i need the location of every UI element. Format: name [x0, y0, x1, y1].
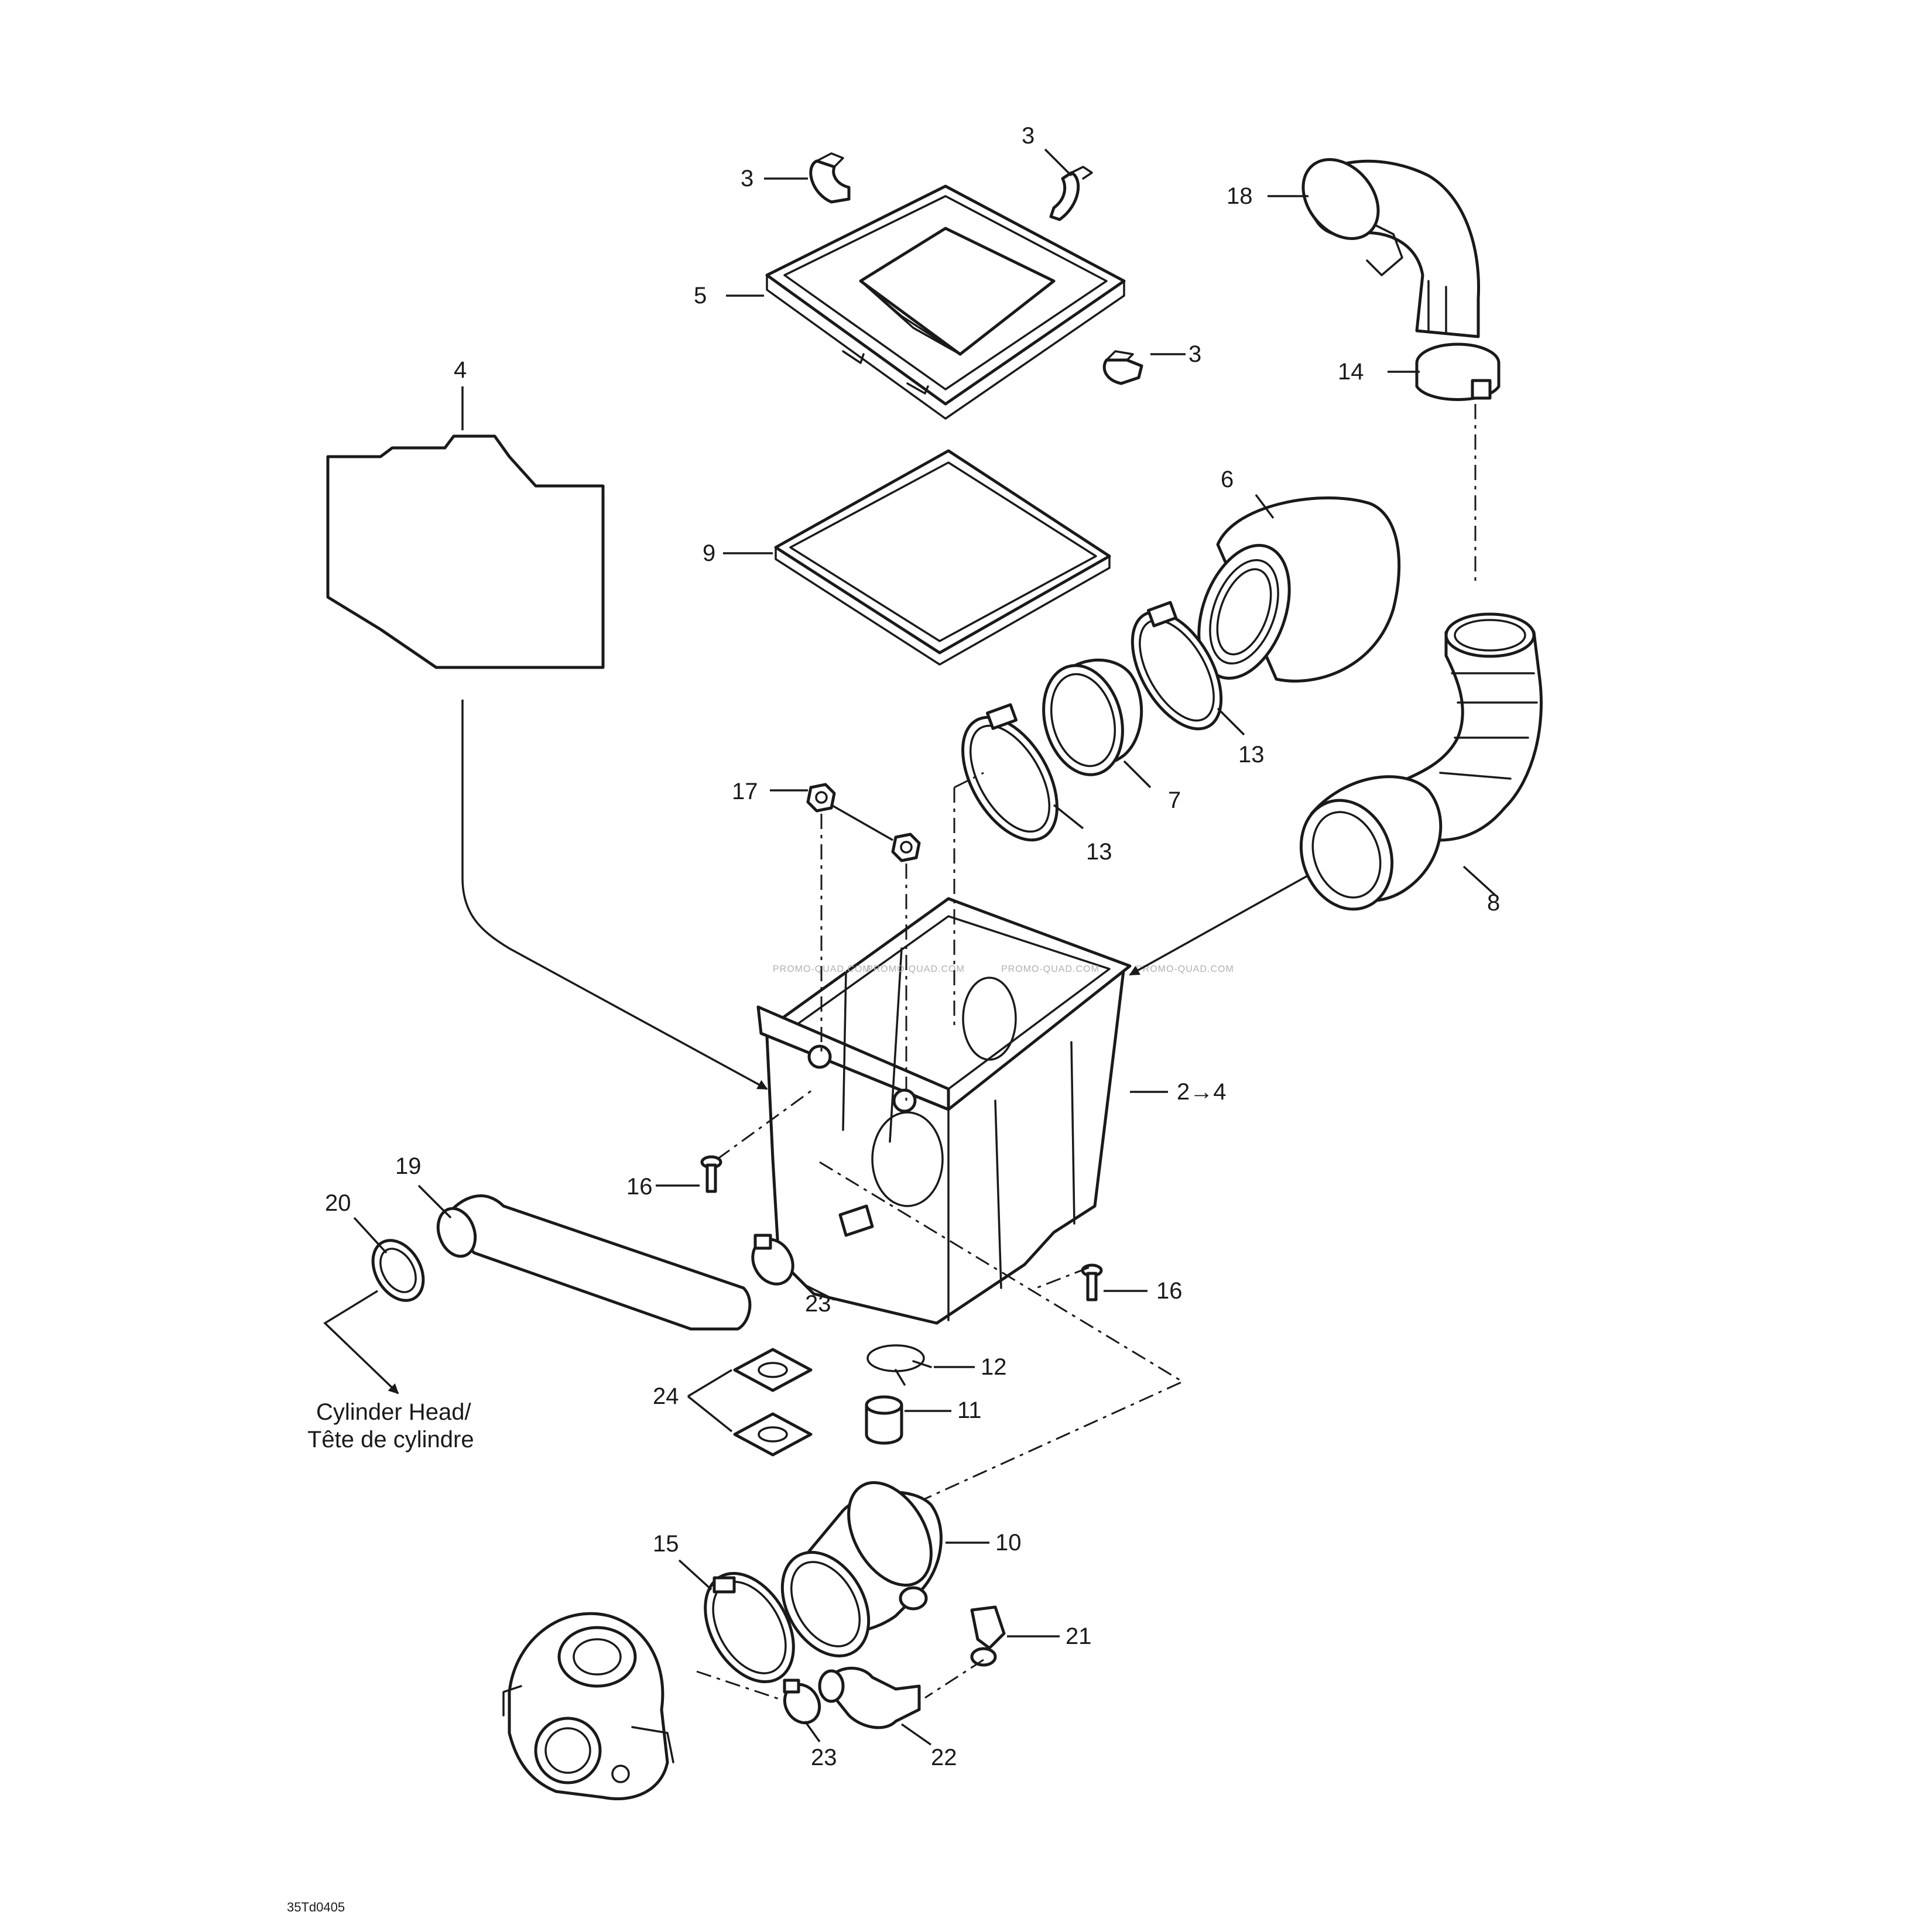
- callout-15: 15: [653, 1531, 679, 1557]
- part-19-vent-hose: [436, 1194, 752, 1331]
- callout-3c: 3: [1188, 341, 1201, 367]
- part-21-fitting: [970, 1605, 1006, 1667]
- callout-11: 11: [957, 1397, 982, 1423]
- part-3-clip-lower: [1102, 350, 1143, 385]
- part-15-clamp: [704, 1572, 795, 1683]
- part-3-clip-left: [809, 152, 851, 204]
- callout-20: 20: [325, 1190, 351, 1216]
- part-14-clamp: [1415, 342, 1501, 401]
- callout-7: 7: [1168, 787, 1181, 813]
- destination-line-1: Cylinder Head/: [316, 1399, 471, 1425]
- callout-4: 4: [454, 357, 467, 383]
- callout-9: 9: [703, 540, 715, 566]
- callout-16a: 16: [626, 1174, 653, 1200]
- part-7-adapter: [1042, 658, 1143, 776]
- watermark-2: PROMO-QUAD.COM: [866, 964, 965, 974]
- destination-line-2: Tête de cylindre: [307, 1427, 474, 1453]
- callout-3b: 3: [1022, 123, 1034, 149]
- callout-23a: 23: [805, 1291, 831, 1317]
- part-10-intake-boot: [780, 1481, 943, 1657]
- arrow-20-to-head: [323, 1290, 399, 1395]
- dash-13-corner: [954, 772, 984, 789]
- part-23-clamp-lower: [783, 1678, 821, 1725]
- dash-screw-right: [1036, 1266, 1090, 1289]
- dash-screw-left: [717, 1088, 814, 1160]
- callout-13a: 13: [1238, 742, 1265, 768]
- callout-2-4: 2→4: [1177, 1079, 1227, 1105]
- part-17-nut-left: [806, 783, 836, 813]
- callout-13b: 13: [1086, 839, 1112, 865]
- part-9-filter-gasket: [774, 449, 1111, 666]
- part-16-screw-left: [700, 1155, 722, 1193]
- callout-8: 8: [1487, 890, 1500, 916]
- carburetor: [502, 1612, 674, 1800]
- part-20-clamp: [371, 1239, 425, 1302]
- destination-label: Cylinder Head/ Tête de cylindre: [307, 1399, 474, 1453]
- arrow-4-to-box: [461, 700, 768, 1090]
- part-2-air-box: [756, 897, 1132, 1325]
- drawing-code: 35Td0405: [287, 1900, 345, 1914]
- part-12-spring-clip: [866, 1344, 932, 1386]
- callout-16b: 16: [1156, 1278, 1183, 1304]
- dash-21-22: [924, 1659, 984, 1699]
- part-13-clamp-lower: [961, 703, 1059, 842]
- part-6-air-filter: [1197, 496, 1401, 683]
- assembly-lines: [696, 404, 1477, 1702]
- callout-21: 21: [1066, 1623, 1092, 1649]
- callout-19: 19: [395, 1153, 422, 1179]
- arrow-8-to-box: [1129, 874, 1309, 976]
- part-17-nut-right: [891, 833, 921, 862]
- part-3-clip-right: [1049, 166, 1093, 221]
- part-23-clamp-upper: [751, 1234, 794, 1286]
- part-18-intake-elbow: [1301, 158, 1481, 338]
- watermark-3: PROMO-QUAD.COM: [1001, 964, 1099, 974]
- callout-labels: 3 3 3 5 18 14 4 6 9 13 7 13 17 8 2→4 16 …: [325, 123, 1500, 1770]
- part-8-inlet-tube: [1299, 612, 1543, 911]
- part-11-drain-cap: [865, 1395, 903, 1445]
- callout-22: 22: [931, 1745, 957, 1770]
- callout-3a: 3: [741, 166, 753, 191]
- leader-lines: [353, 148, 1497, 1746]
- part-5-cover: [765, 184, 1126, 420]
- callout-23b: 23: [811, 1745, 837, 1770]
- callout-18: 18: [1227, 183, 1253, 209]
- watermark-4: PROMO-QUAD.COM: [1136, 964, 1234, 974]
- callout-12: 12: [981, 1354, 1007, 1380]
- callout-6: 6: [1221, 467, 1234, 492]
- callout-14: 14: [1338, 359, 1364, 385]
- part-24-pad-upper: [733, 1348, 813, 1392]
- reference-arrows: [323, 700, 1309, 1395]
- callout-17: 17: [732, 779, 758, 804]
- part-4-gasket-outline: [326, 434, 605, 669]
- callout-5: 5: [694, 283, 707, 309]
- part-13-clamp-upper: [1131, 601, 1223, 731]
- dash-box-to-10: [819, 1161, 1185, 1500]
- callout-10: 10: [995, 1530, 1022, 1556]
- part-24-pad-lower: [733, 1412, 813, 1457]
- part-22-hose: [818, 1667, 921, 1729]
- callout-24: 24: [653, 1383, 679, 1409]
- watermark-strip: PROMO-QUAD.COM PROMO-QUAD.COM PROMO-QUAD…: [773, 964, 1234, 974]
- part-16-screw-right: [1081, 1263, 1103, 1301]
